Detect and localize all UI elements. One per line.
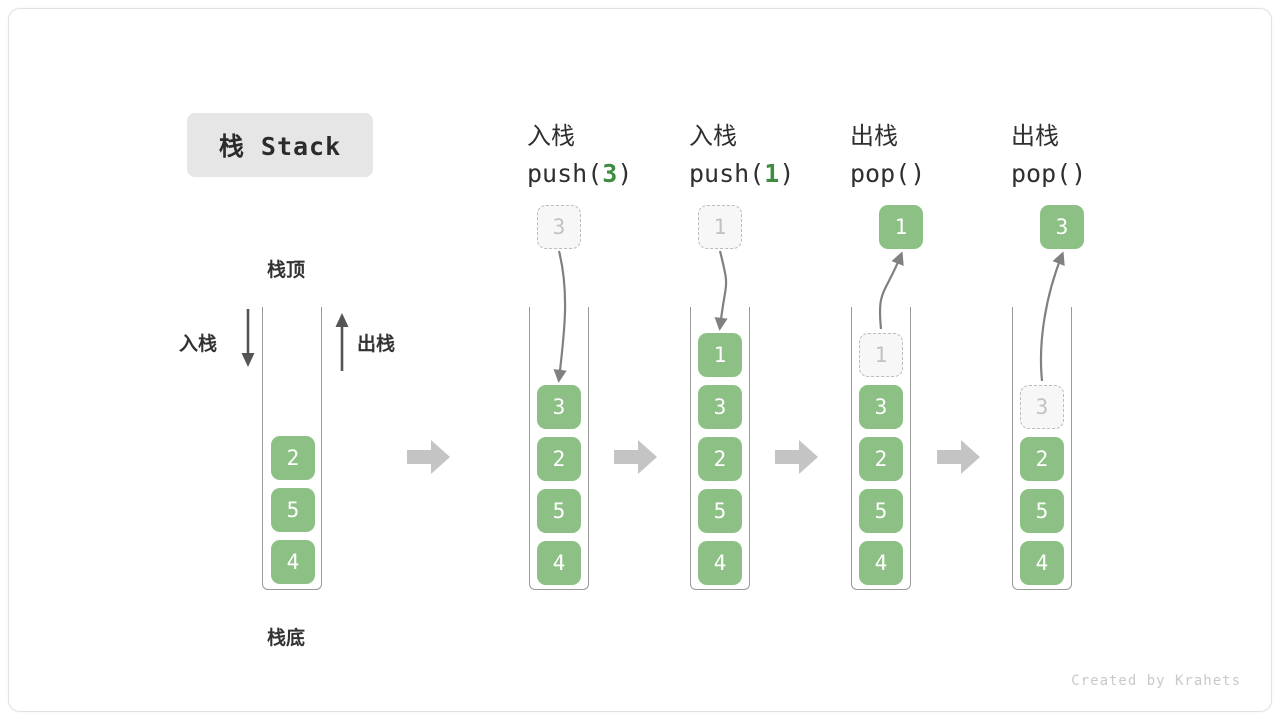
incoming-push-cell: 3 bbox=[537, 205, 581, 249]
popped-cell: 1 bbox=[879, 205, 923, 249]
stack-container-pop-3 bbox=[1012, 307, 1072, 590]
stack-cell: 5 bbox=[537, 489, 581, 533]
transition-arrow-icon-3 bbox=[775, 440, 818, 474]
stack-cell: 3 bbox=[537, 385, 581, 429]
stack-cell: 4 bbox=[1020, 541, 1064, 585]
stack-cell: 1 bbox=[698, 333, 742, 377]
stack-container-push-3 bbox=[529, 307, 589, 590]
stack-cell: 4 bbox=[271, 540, 315, 584]
code-suffix: ) bbox=[1071, 159, 1087, 188]
stack-cell: 4 bbox=[859, 541, 903, 585]
pop-direction-label: 出栈 bbox=[357, 333, 396, 355]
stack-cell: 2 bbox=[698, 437, 742, 481]
step-operation-code: pop() bbox=[1011, 155, 1171, 193]
transition-arrow-icon-1 bbox=[407, 440, 450, 474]
step-header-pop-1: 出栈 pop() bbox=[850, 117, 1010, 193]
stack-cell: 3 bbox=[859, 385, 903, 429]
step-operation-label: 入栈 bbox=[527, 122, 575, 150]
step-operation-code: pop() bbox=[850, 155, 1010, 193]
title-badge-label: 栈 Stack bbox=[218, 132, 342, 161]
stack-container-push-1 bbox=[690, 307, 750, 590]
stack-cell: 2 bbox=[537, 437, 581, 481]
stack-cell: 2 bbox=[859, 437, 903, 481]
step-header-push-1: 入栈 push(1) bbox=[689, 117, 849, 193]
stack-cell: 2 bbox=[1020, 437, 1064, 481]
stack-cell: 5 bbox=[271, 488, 315, 532]
stack-top-label: 栈顶 bbox=[267, 259, 306, 281]
step-operation-code: push(1) bbox=[689, 155, 849, 193]
code-suffix: ) bbox=[617, 159, 633, 188]
code-suffix: ) bbox=[910, 159, 926, 188]
initial-stack-container: 2 5 4 bbox=[262, 307, 322, 590]
step-operation-code: push(3) bbox=[527, 155, 687, 193]
pop-direction-arrow-icon bbox=[335, 313, 349, 371]
stack-cell: 5 bbox=[1020, 489, 1064, 533]
stack-cell: 4 bbox=[698, 541, 742, 585]
stack-cell-ghost: 1 bbox=[859, 333, 903, 377]
code-prefix: pop( bbox=[850, 159, 911, 188]
step-header-push-3: 入栈 push(3) bbox=[527, 117, 687, 193]
step-operation-label: 出栈 bbox=[1011, 122, 1059, 150]
code-prefix: push( bbox=[527, 159, 603, 188]
title-badge: 栈 Stack bbox=[187, 113, 373, 177]
code-argument: 3 bbox=[602, 159, 618, 188]
stack-cell: 2 bbox=[271, 436, 315, 480]
code-prefix: pop( bbox=[1011, 159, 1072, 188]
push-direction-label: 入栈 bbox=[179, 333, 218, 355]
stack-cell: 5 bbox=[859, 489, 903, 533]
step-header-pop-3: 出栈 pop() bbox=[1011, 117, 1171, 193]
stack-cell: 4 bbox=[537, 541, 581, 585]
stack-cell-ghost: 3 bbox=[1020, 385, 1064, 429]
stack-cell: 3 bbox=[698, 385, 742, 429]
popped-cell: 3 bbox=[1040, 205, 1084, 249]
code-argument: 1 bbox=[764, 159, 780, 188]
stack-bottom-label: 栈底 bbox=[267, 627, 306, 649]
stack-cell: 5 bbox=[698, 489, 742, 533]
incoming-push-cell: 1 bbox=[698, 205, 742, 249]
code-suffix: ) bbox=[779, 159, 795, 188]
footer-credit: Created by Krahets bbox=[1071, 673, 1241, 689]
transition-arrow-icon-4 bbox=[937, 440, 980, 474]
step-operation-label: 出栈 bbox=[850, 122, 898, 150]
transition-arrow-icon-2 bbox=[614, 440, 657, 474]
step-operation-label: 入栈 bbox=[689, 122, 737, 150]
initial-stack-cells: 2 5 4 bbox=[271, 428, 315, 584]
code-prefix: push( bbox=[689, 159, 765, 188]
push-direction-arrow-icon bbox=[241, 309, 255, 367]
stack-container-pop-1 bbox=[851, 307, 911, 590]
